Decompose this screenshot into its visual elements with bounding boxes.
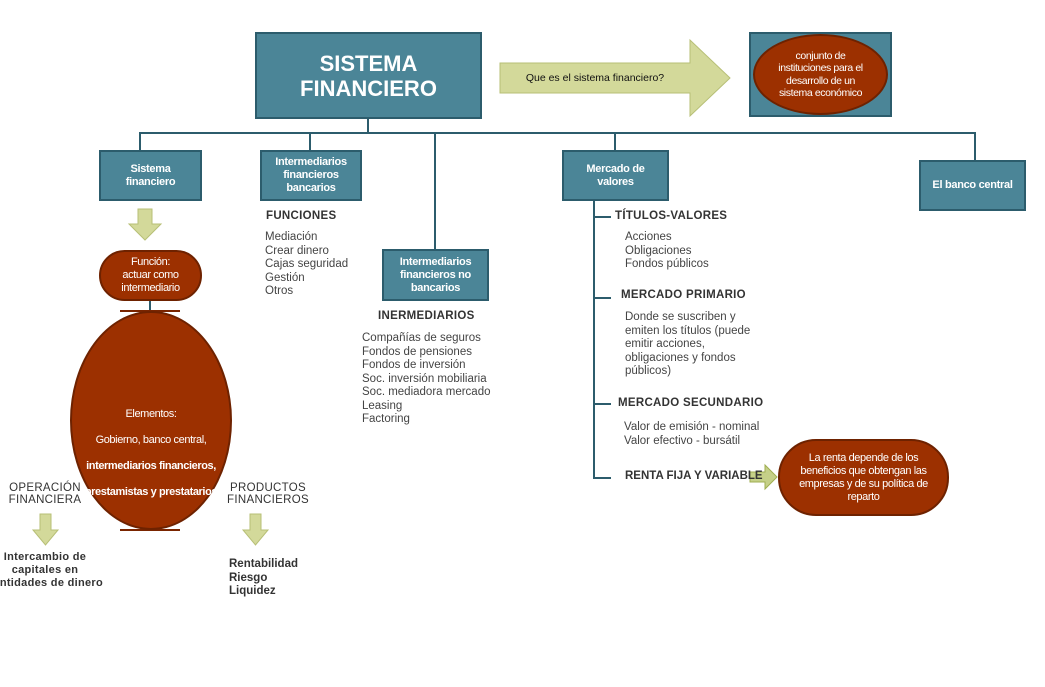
list-item: emitir acciones, xyxy=(625,338,705,350)
renta-heading: RENTA FIJA Y VARIABLE xyxy=(625,470,763,482)
connector xyxy=(149,300,151,312)
right-arrow-icon xyxy=(749,463,778,491)
elementos-line: intermediarios financieros, xyxy=(86,460,216,472)
funciones-list: Mediación Crear dinero Cajas seguridad G… xyxy=(265,231,348,299)
list-item: Fondos de pensiones xyxy=(362,345,472,358)
list-item: Donde se suscriben y xyxy=(625,311,736,323)
list-item: Valor de emisión - nominal xyxy=(624,421,760,433)
list-item: emiten los títulos (puede xyxy=(625,324,751,337)
list-item: públicos) xyxy=(625,365,672,377)
list-item: Otros xyxy=(265,285,294,297)
connector xyxy=(593,200,595,479)
connector xyxy=(974,132,976,160)
secundario-list: Valor de emisión - nominal Valor efectiv… xyxy=(624,421,759,448)
connector xyxy=(309,132,311,150)
connector xyxy=(593,216,611,218)
primario-heading: MERCADO PRIMARIO xyxy=(621,289,746,301)
titulos-list: Acciones Obligaciones Fondos públicos xyxy=(625,231,709,272)
list-item: Leasing xyxy=(362,399,403,412)
productos-list: Rentabilidad Riesgo Liquidez xyxy=(229,558,298,599)
definition-oval: conjunto de instituciones para el desarr… xyxy=(753,34,888,115)
list-item: Soc. inversión mobiliaria xyxy=(362,372,487,385)
list-item: Mediación xyxy=(265,231,318,243)
list-item: Acciones xyxy=(625,231,672,243)
branch-intermediarios-bancarios: Intermediarios financieros bancarios xyxy=(260,150,362,201)
right-arrow-icon xyxy=(499,38,731,118)
down-arrow-icon xyxy=(127,208,163,241)
connector xyxy=(139,132,141,150)
list-item: Cajas seguridad xyxy=(265,258,349,270)
list-item: Fondos públicos xyxy=(625,258,709,270)
branch-intermediarios-no-bancarios: Intermediarios financieros no bancarios xyxy=(382,249,489,301)
connector xyxy=(139,132,976,134)
down-arrow-icon xyxy=(241,513,270,546)
list-item: Gestión xyxy=(265,271,305,284)
list-item: Liquidez xyxy=(229,585,276,597)
list-item: Soc. mediadora mercado xyxy=(362,386,491,398)
list-item: Fondos de inversión xyxy=(362,359,466,371)
funcion-oval: Función: actuar como intermediario xyxy=(99,250,202,301)
branch-banco-central: El banco central xyxy=(919,160,1026,211)
list-item: Valor efectivo - bursátil xyxy=(624,434,741,447)
connector xyxy=(614,132,616,150)
primario-list: Donde se suscriben y emiten los títulos … xyxy=(625,311,750,379)
intermediarios-list: Compañías de seguros Fondos de pensiones… xyxy=(362,332,490,427)
title-box: SISTEMA FINANCIERO xyxy=(255,32,482,119)
renta-note-oval: La renta depende de los beneficios que o… xyxy=(778,439,949,516)
productos-heading: PRODUCTOS FINANCIEROS xyxy=(227,482,309,506)
operacion-heading: OPERACIÓN FINANCIERA xyxy=(8,482,82,506)
question-label: Que es el sistema financiero? xyxy=(525,72,665,84)
connector xyxy=(434,132,436,249)
list-item: Rentabilidad xyxy=(229,558,299,570)
list-item: Factoring xyxy=(362,413,410,425)
branch-sistema-financiero: Sistema financiero xyxy=(99,150,202,201)
elementos-line: prestamistas y prestatarios xyxy=(84,486,218,498)
connector xyxy=(593,477,611,479)
elementos-label: Elementos: xyxy=(125,408,177,420)
connector xyxy=(593,297,611,299)
definition-frame: conjunto de instituciones para el desarr… xyxy=(749,32,892,117)
list-item: obligaciones y fondos xyxy=(625,351,736,364)
connector xyxy=(593,403,611,405)
elementos-line: Gobierno, banco central, xyxy=(95,434,207,446)
list-item: Obligaciones xyxy=(625,244,692,257)
elementos-oval: Elementos: Gobierno, banco central, inte… xyxy=(70,311,232,530)
down-arrow-icon xyxy=(31,513,60,546)
titulos-heading: TÍTULOS-VALORES xyxy=(615,210,728,222)
intermediarios-heading: INERMEDIARIOS xyxy=(378,310,475,322)
secundario-heading: MERCADO SECUNDARIO xyxy=(618,397,764,409)
list-item: Crear dinero xyxy=(265,244,329,257)
connector xyxy=(367,118,369,133)
operacion-text: Intercambio de capitales en cantidades d… xyxy=(0,551,104,589)
list-item: Riesgo xyxy=(229,571,268,584)
funciones-heading: FUNCIONES xyxy=(266,210,337,222)
list-item: Compañías de seguros xyxy=(362,332,481,344)
branch-mercado-valores: Mercado de valores xyxy=(562,150,669,201)
pinch-line xyxy=(120,529,180,531)
